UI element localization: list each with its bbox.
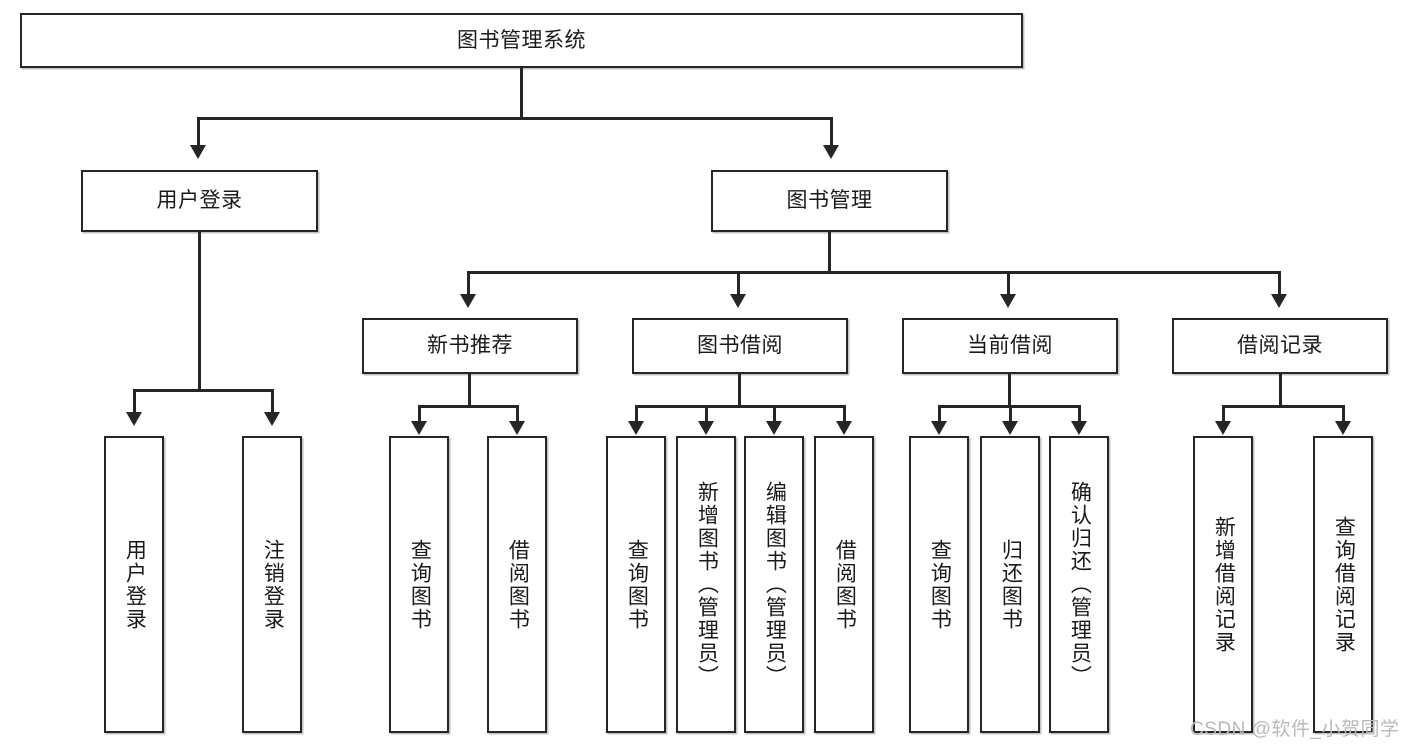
node-label: 用户登录 xyxy=(123,538,147,631)
edge-drop-leaf-bb-2 xyxy=(705,405,708,423)
edge-root-stem xyxy=(520,68,523,118)
leaf-book-borrow-add-admin[interactable]: 新增图书（管理员） xyxy=(676,436,736,733)
arrow-leaf-cb-2 xyxy=(1002,421,1018,435)
leaf-book-borrow-query[interactable]: 查询图书 xyxy=(606,436,666,733)
node-book-borrow[interactable]: 图书借阅 xyxy=(632,318,848,374)
node-label: 编辑图书（管理员） xyxy=(763,481,787,688)
node-label: 查询借阅记录 xyxy=(1332,515,1356,654)
leaf-book-borrow-edit-admin[interactable]: 编辑图书（管理员） xyxy=(744,436,804,733)
edge-current-borrow-stem xyxy=(1008,374,1011,406)
edge-bus-new-book-leaves xyxy=(418,405,519,408)
arrow-leaf-br-2 xyxy=(1335,421,1351,435)
leaf-user-login-login[interactable]: 用户登录 xyxy=(104,436,164,733)
arrow-book-manage xyxy=(823,145,839,159)
edge-drop-leaf-cb-1 xyxy=(938,405,941,423)
edge-drop-leaf-bb-4 xyxy=(843,405,846,423)
edge-drop-leaf-nb-1 xyxy=(418,405,421,423)
node-label: 查询图书 xyxy=(625,538,649,631)
node-label: 查询图书 xyxy=(928,538,952,631)
node-label: 用户登录 xyxy=(156,189,243,213)
edge-drop-leaf-user-login-1 xyxy=(133,389,136,414)
arrow-borrow-record xyxy=(1271,294,1287,308)
node-new-book-recommend[interactable]: 新书推荐 xyxy=(362,318,578,374)
node-borrow-record[interactable]: 借阅记录 xyxy=(1172,318,1388,374)
edge-drop-leaf-bb-1 xyxy=(635,405,638,423)
edge-drop-user-login xyxy=(197,117,200,147)
edge-drop-leaf-br-2 xyxy=(1342,405,1345,423)
arrow-leaf-bb-2 xyxy=(698,421,714,435)
leaf-current-borrow-return[interactable]: 归还图书 xyxy=(980,436,1040,733)
arrow-leaf-cb-3 xyxy=(1071,421,1087,435)
arrow-leaf-bb-4 xyxy=(836,421,852,435)
leaf-book-borrow-borrow[interactable]: 借阅图书 xyxy=(814,436,874,733)
arrow-current-borrow xyxy=(1000,294,1016,308)
leaf-user-login-logout[interactable]: 注销登录 xyxy=(242,436,302,733)
edge-bus-borrow-record-leaves xyxy=(1222,405,1342,408)
arrow-leaf-cb-1 xyxy=(931,421,947,435)
node-current-borrow[interactable]: 当前借阅 xyxy=(902,318,1118,374)
edge-drop-book-borrow xyxy=(737,271,740,296)
edge-drop-borrow-record xyxy=(1278,271,1281,296)
node-user-login[interactable]: 用户登录 xyxy=(81,170,318,232)
node-label: 图书管理 xyxy=(786,189,873,213)
edge-borrow-record-stem xyxy=(1279,374,1282,406)
arrow-user-login xyxy=(190,145,206,159)
node-label: 图书借阅 xyxy=(697,334,783,358)
edge-bus-level3 xyxy=(467,271,1281,274)
node-label: 确认归还（管理员） xyxy=(1068,481,1092,688)
edge-bus-level2 xyxy=(197,117,833,120)
edge-drop-leaf-nb-2 xyxy=(516,405,519,423)
arrow-leaf-br-1 xyxy=(1215,421,1231,435)
leaf-borrow-record-query[interactable]: 查询借阅记录 xyxy=(1313,436,1373,733)
node-label: 当前借阅 xyxy=(967,334,1053,358)
edge-drop-leaf-br-1 xyxy=(1222,405,1225,423)
edge-drop-leaf-user-login-2 xyxy=(271,389,274,414)
edge-book-manage-stem xyxy=(828,232,831,272)
arrow-leaf-bb-1 xyxy=(628,421,644,435)
edge-user-login-stem xyxy=(198,232,201,390)
node-label: 新增图书（管理员） xyxy=(695,481,719,688)
arrow-book-borrow xyxy=(730,294,746,308)
arrow-leaf-nb-1 xyxy=(411,421,427,435)
node-label: 图书管理系统 xyxy=(457,28,586,52)
edge-drop-book-manage xyxy=(830,117,833,147)
edge-drop-leaf-cb-3 xyxy=(1078,405,1081,423)
edge-new-book-stem xyxy=(468,374,471,406)
edge-bus-user-login-leaves xyxy=(133,389,271,392)
leaf-new-book-borrow[interactable]: 借阅图书 xyxy=(487,436,547,733)
edge-drop-leaf-cb-2 xyxy=(1009,405,1012,423)
arrow-leaf-nb-2 xyxy=(509,421,525,435)
node-label: 新书推荐 xyxy=(427,334,513,358)
edge-drop-current-borrow xyxy=(1007,271,1010,296)
edge-drop-new-book xyxy=(467,271,470,296)
arrow-new-book xyxy=(460,294,476,308)
csdn-watermark: CSDN @软件_小贺同学 xyxy=(1190,719,1400,740)
node-root-library-system[interactable]: 图书管理系统 xyxy=(20,13,1023,68)
node-label: 新增借阅记录 xyxy=(1212,515,1236,654)
node-label: 查询图书 xyxy=(408,538,432,631)
node-label: 归还图书 xyxy=(999,538,1023,631)
edge-book-borrow-stem xyxy=(738,374,741,406)
node-book-manage[interactable]: 图书管理 xyxy=(711,170,948,232)
leaf-borrow-record-add[interactable]: 新增借阅记录 xyxy=(1193,436,1253,733)
arrow-leaf-bb-3 xyxy=(766,421,782,435)
edge-drop-leaf-bb-3 xyxy=(773,405,776,423)
arrow-leaf-user-login-2 xyxy=(264,412,280,426)
leaf-current-borrow-confirm-admin[interactable]: 确认归还（管理员） xyxy=(1049,436,1109,733)
arrow-leaf-user-login-1 xyxy=(126,412,142,426)
edge-bus-book-borrow-leaves xyxy=(635,405,846,408)
leaf-current-borrow-query[interactable]: 查询图书 xyxy=(909,436,969,733)
node-label: 借阅图书 xyxy=(833,538,857,631)
leaf-new-book-query[interactable]: 查询图书 xyxy=(389,436,449,733)
node-label: 借阅记录 xyxy=(1237,334,1323,358)
node-label: 注销登录 xyxy=(261,538,285,631)
node-label: 借阅图书 xyxy=(506,538,530,631)
